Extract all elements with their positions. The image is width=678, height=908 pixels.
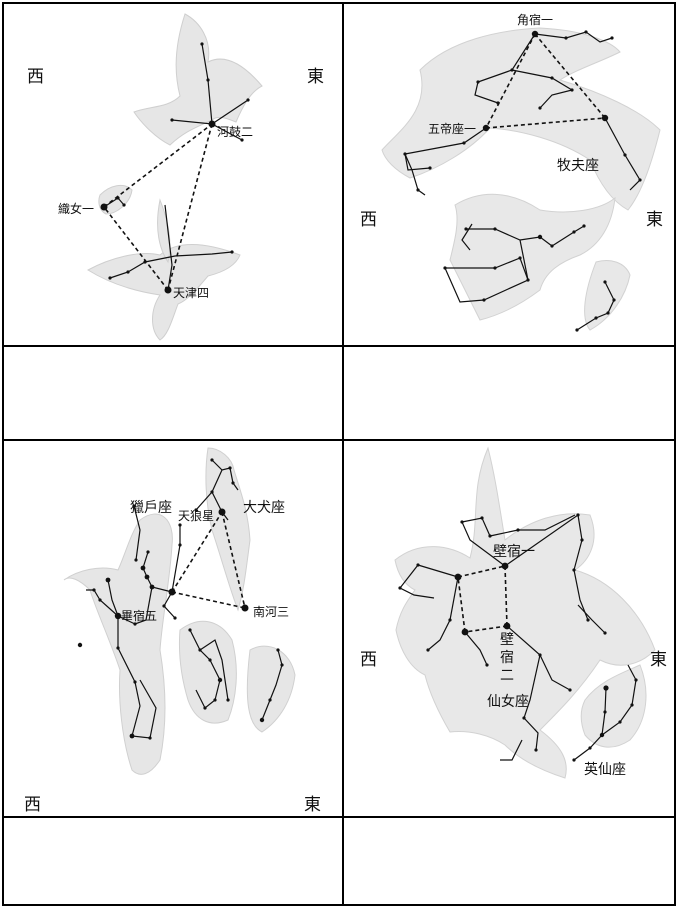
- constellation-label-bootes: 牧夫座: [557, 158, 599, 174]
- star-dots: [398, 513, 638, 762]
- star-dots: [403, 30, 642, 332]
- east-label: 東: [307, 67, 324, 87]
- constellation-label-orion: 獵戶座: [130, 500, 172, 516]
- constellation-label-perseus: 英仙座: [584, 761, 626, 778]
- constellation-lines: [103, 43, 249, 291]
- star-label-alpheratz: 壁宿一: [493, 543, 535, 560]
- star-label-markab-3: 二: [500, 668, 514, 684]
- constellation-figures: [381, 27, 661, 331]
- west-label: 西: [360, 210, 377, 230]
- panel-autumn-square: 西 東 壁宿一 壁 宿 二 仙女座 英仙座: [360, 446, 667, 779]
- constellation-label-andromeda: 仙女座: [487, 693, 529, 710]
- panel-winter-triangle: 西 東 天狼星 畢宿五 南河三 獵戶座 大犬座: [24, 447, 321, 815]
- star-label-spica: 角宿一: [517, 12, 553, 27]
- star-label-sirius: 天狼星: [178, 508, 214, 523]
- west-label: 西: [27, 67, 44, 87]
- panel-summer-triangle: 西 東 河鼓二 織女一 天津四: [27, 13, 324, 341]
- constellation-figures: [394, 446, 656, 779]
- triangle-dashes: [103, 123, 213, 291]
- star-label-vega: 織女一: [58, 201, 94, 216]
- star-label-altair: 河鼓二: [217, 125, 253, 139]
- star-label-markab-2: 宿: [500, 649, 514, 666]
- west-label: 西: [360, 650, 377, 670]
- east-label: 東: [304, 795, 321, 815]
- triangle-dashes: [171, 511, 246, 609]
- star-label-procyon: 南河三: [253, 604, 289, 619]
- constellation-label-canis-major: 大犬座: [243, 500, 285, 516]
- star-dots: [77, 458, 284, 740]
- star-label-denebola: 五帝座一: [428, 121, 476, 136]
- star-label-aldebaran: 畢宿五: [121, 608, 157, 623]
- star-dots: [100, 42, 250, 294]
- east-label: 東: [646, 210, 663, 230]
- east-label: 東: [650, 650, 667, 670]
- square-dashes: [457, 565, 508, 633]
- triangle-dashes: [485, 33, 606, 129]
- star-label-markab-1: 壁: [500, 632, 514, 648]
- panel-spring-triangle: 西 東 角宿一 五帝座一 牧夫座: [360, 12, 663, 332]
- west-label: 西: [24, 795, 41, 815]
- star-label-deneb: 天津四: [173, 286, 209, 300]
